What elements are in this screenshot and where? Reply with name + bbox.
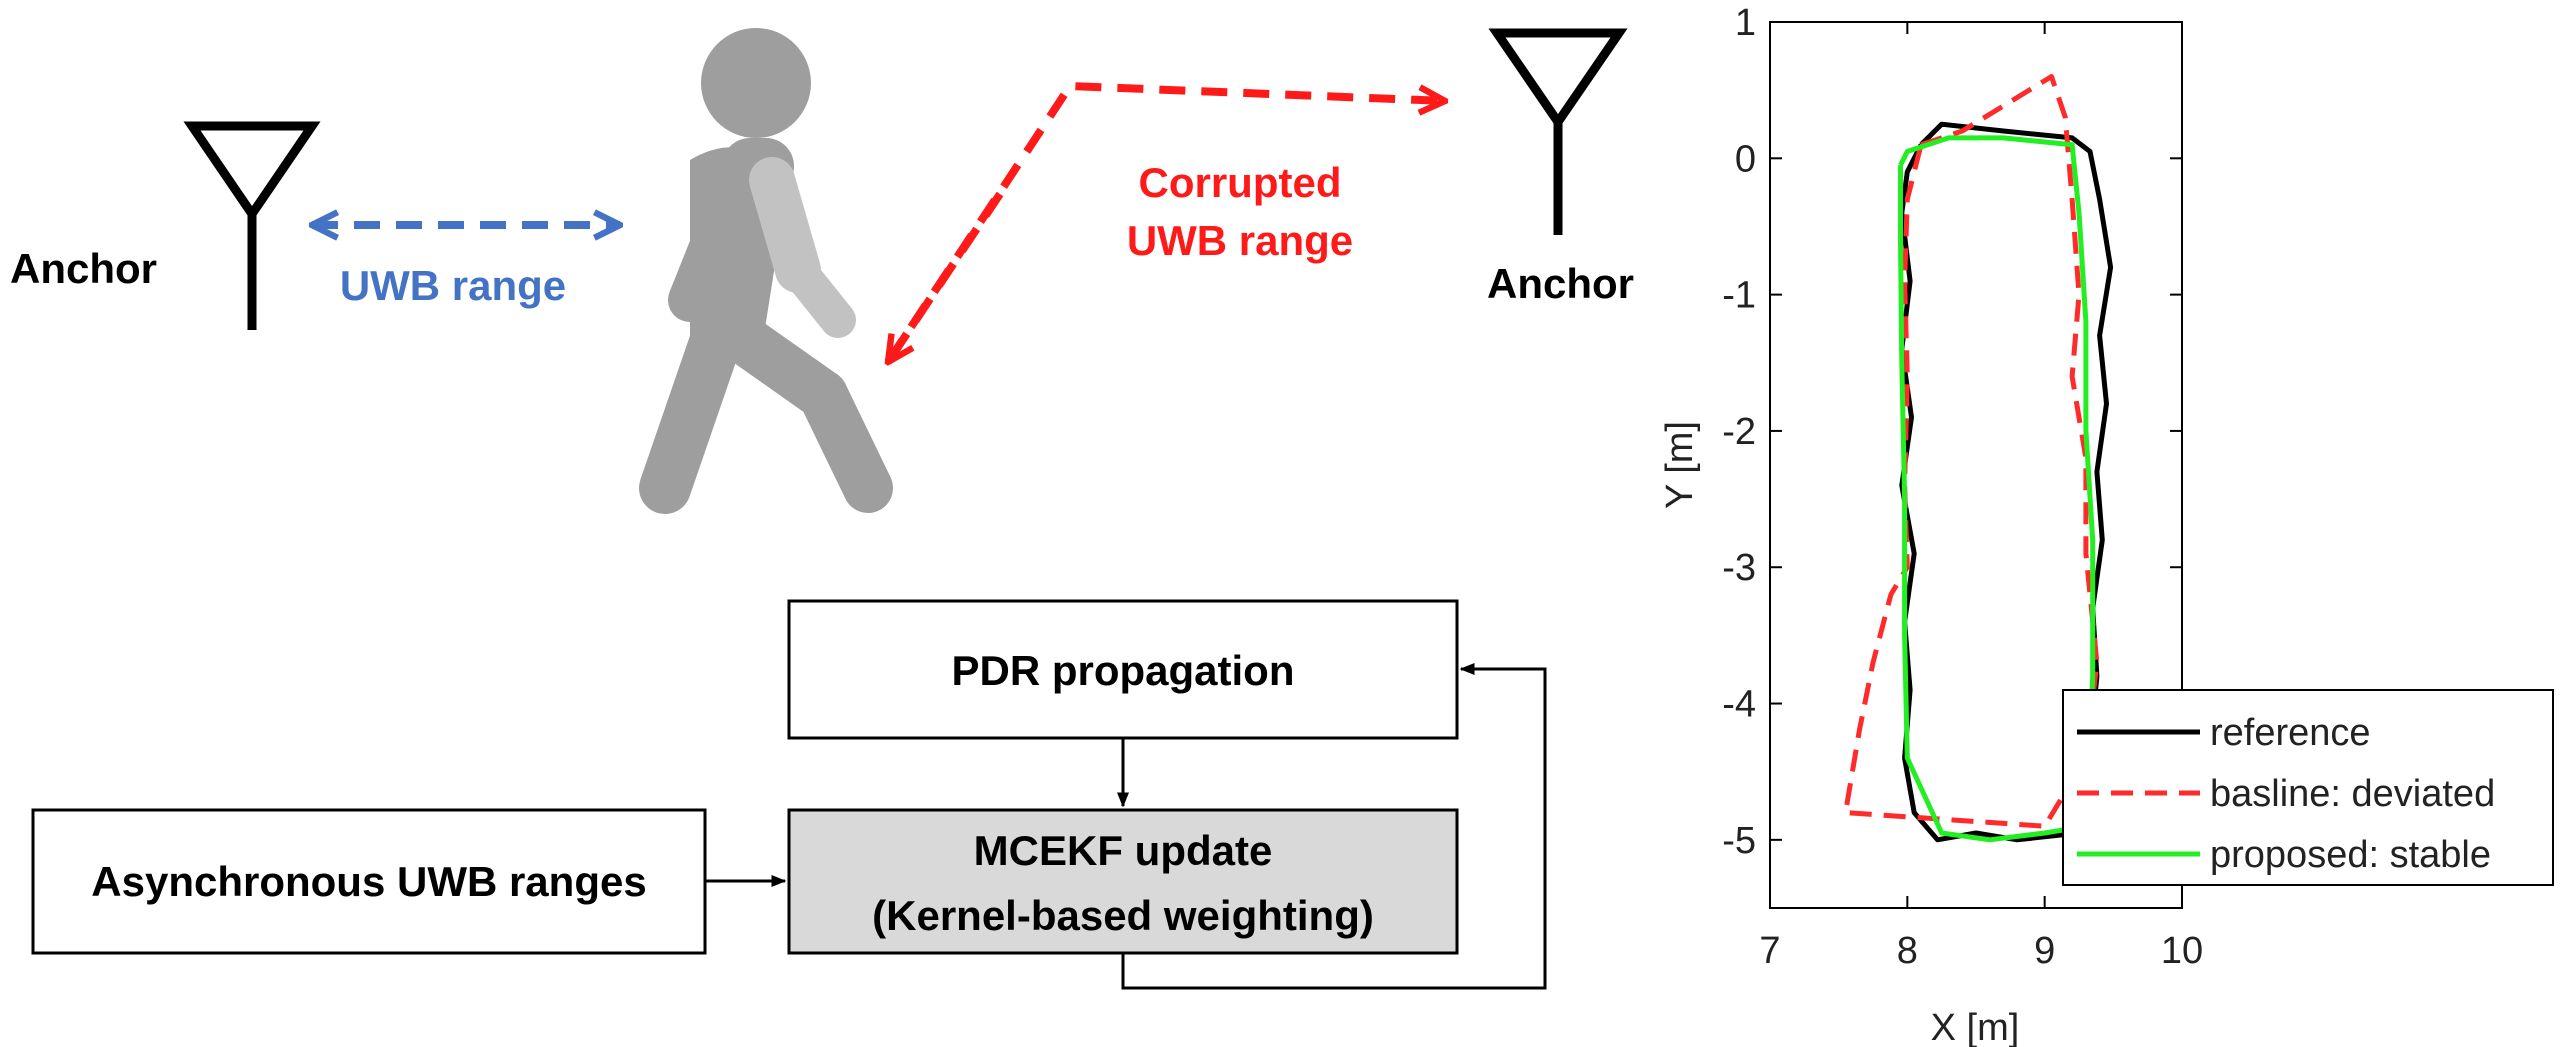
corrupted-range-arrow (888, 81, 1445, 362)
walking-person-icon (639, 28, 893, 514)
anchor-right-label: Anchor (1487, 260, 1634, 307)
legend-label: basline: deviated (2210, 773, 2495, 815)
corrupted-label-line1: Corrupted (1139, 159, 1342, 206)
series-basline-line (1843, 74, 2100, 829)
y-tick-label: -2 (1722, 411, 1756, 453)
y-tick-label: 1 (1735, 2, 1756, 44)
x-axis-label: X [m] (1931, 1007, 2020, 1047)
uwb-range-label: UWB range (340, 262, 566, 309)
legend-label: proposed: stable (2210, 834, 2491, 876)
mcekf-weighting-label: (Kernel-based weighting) (872, 892, 1374, 939)
y-tick-label: -5 (1722, 820, 1756, 862)
mcekf-update-box (787, 808, 1459, 955)
pdr-propagation-box (787, 599, 1459, 740)
flow-arrows (705, 663, 1547, 990)
y-axis-label: Y [m] (1659, 421, 1701, 509)
y-tick-label: -4 (1722, 684, 1756, 726)
y-tick-label: -1 (1722, 275, 1756, 317)
y-tick-label: -3 (1722, 547, 1756, 589)
x-tick-label: 10 (2161, 930, 2203, 972)
antenna-right-icon (1488, 28, 1628, 235)
x-tick-label: 9 (2034, 930, 2055, 972)
corrupted-label-line2: UWB range (1127, 217, 1353, 264)
anchor-left-label: Anchor (10, 245, 157, 292)
x-tick-label: 8 (1897, 930, 1918, 972)
x-tick-label: 7 (1759, 930, 1780, 972)
pdr-propagation-label: PDR propagation (952, 647, 1295, 694)
y-tick-label: 0 (1735, 138, 1756, 180)
legend-label: reference (2210, 712, 2371, 754)
antenna-left-icon (183, 121, 321, 330)
series-proposed-line (1898, 135, 2096, 843)
plot-legend: reference basline: deviated proposed: stab… (2062, 689, 2554, 886)
async-uwb-label: Asynchronous UWB ranges (91, 858, 646, 905)
mcekf-update-label: MCEKF update (974, 827, 1273, 874)
